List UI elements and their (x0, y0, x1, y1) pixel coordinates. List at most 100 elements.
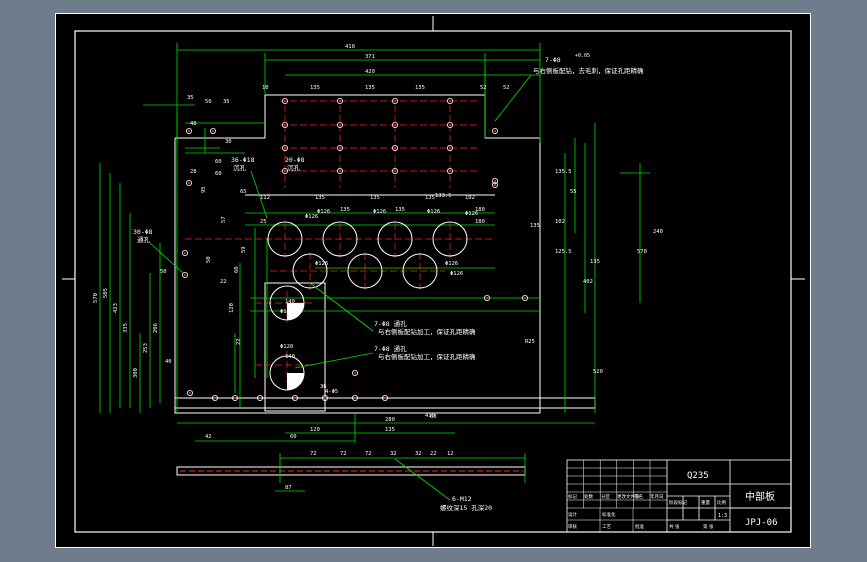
left-hole-tag-1: 36-Φ18 (231, 156, 255, 164)
hole-center (394, 124, 396, 126)
upper-dim-label: 180 (475, 219, 485, 225)
upper-dim-label: 135 (315, 195, 325, 201)
left-dim-label: 50 (206, 256, 212, 263)
hole-center (339, 170, 341, 172)
title-block-label: 标准化 (602, 511, 616, 518)
left-hole-tag-2b: 沉孔 (287, 164, 301, 172)
title-block-label: 重量 (701, 499, 710, 506)
left-dim-label: 570 (93, 293, 99, 303)
holes-layer (182, 98, 528, 401)
small-hole (351, 394, 358, 401)
strip-dim-label: 72 (340, 451, 347, 457)
small-hole (391, 122, 398, 129)
hole-center (188, 130, 190, 132)
hole-center (294, 397, 296, 399)
hole-dim-label: Φ126 (305, 214, 318, 220)
right-dim-label: 570 (637, 249, 647, 255)
hole-dim-label: Φ126 (317, 209, 330, 215)
top-dim-label: 10 (262, 85, 269, 91)
top-dim-label: 371 (365, 54, 375, 60)
large-hole (292, 253, 328, 289)
hole-center (234, 397, 236, 399)
small-hole (483, 294, 490, 301)
top-dim-label: 52 (503, 85, 510, 91)
hole-center (354, 372, 356, 374)
plate-geometry (174, 94, 596, 414)
hole-center (494, 184, 496, 186)
note-tag-top-right: 7-Φ8 (545, 56, 561, 64)
small-hole (391, 144, 398, 151)
left-dim-label: 57 (221, 216, 227, 223)
right-dim-label: 240 (653, 229, 663, 235)
misc-dim-label: 48 (190, 121, 197, 127)
title-block-label: 签名 (634, 493, 643, 500)
hole-center (486, 297, 488, 299)
strip-dim-label: 72 (310, 451, 317, 457)
small-hole (185, 128, 192, 135)
side-tag-b: 通孔 (137, 235, 151, 244)
top-dim-label: 35 (223, 99, 230, 105)
hole-center (259, 397, 261, 399)
small-hole (336, 122, 343, 129)
hole-center (324, 397, 326, 399)
upper-dim-label: 60 (215, 171, 222, 177)
title-block-labels: 标记处数分区更改文件号签名年月日设计标准化阶段标记重量比例审核工艺批准共 张第 … (568, 493, 726, 530)
strip-dim-label: 87 (285, 485, 292, 491)
small-hole (381, 394, 388, 401)
bottom-dim-label: 60 (290, 434, 297, 440)
left-dim-label: 253 (143, 343, 149, 353)
part-name: 中部板 (745, 490, 775, 503)
title-block-label: 标记 (568, 493, 577, 500)
misc-dim-label: 133.5 (435, 193, 452, 199)
left-hole-tag-1b: 沉孔 (233, 164, 247, 172)
hole-dim-label: Φ120 (280, 309, 293, 315)
top-dim-label: 420 (365, 69, 375, 75)
hole-dim-label: Φ126 (445, 261, 458, 267)
left-dim-label: 335 (123, 323, 129, 333)
small-hole (446, 122, 453, 129)
right-dim-label: 402 (583, 279, 593, 285)
upper-dim-label: 135 (340, 207, 350, 213)
hole-dim-label: Φ120 (280, 344, 293, 350)
left-dim-label: 300 (133, 368, 139, 378)
small-hole (491, 128, 498, 135)
misc-dim-label: 40 (165, 359, 172, 365)
title-block-label: 比例 (717, 499, 726, 506)
small-hole (209, 128, 216, 135)
misc-dim-label: 140 (285, 354, 295, 360)
top-dim-label: 135 (415, 85, 425, 91)
hole-center (184, 274, 186, 276)
hole-center (189, 392, 191, 394)
section-hole-fill (287, 303, 304, 320)
upper-dim-label: 135 (425, 195, 435, 201)
left-dim-label: 505 (103, 288, 109, 298)
bottom-dim-label: 410 (425, 413, 435, 419)
note-top-right: 与右侧板配钻，去毛刺，保证孔距精确 (533, 66, 644, 75)
strip-dim-label: 32 (415, 451, 422, 457)
bottom-dim-label: 60 (430, 414, 437, 420)
scale: 1:3 (718, 513, 727, 519)
note-mid-2: 7-Φ8 通孔 (374, 344, 407, 353)
title-block-label: 第 张 (703, 523, 714, 530)
small-hole (351, 369, 358, 376)
title-block-label: 工艺 (602, 524, 611, 530)
small-hole (491, 181, 498, 188)
right-dim-label: 55 (570, 189, 577, 195)
upper-dim-label: 135 (395, 207, 405, 213)
large-hole (402, 253, 438, 289)
small-hole (281, 167, 288, 174)
left-dim-label: 120 (229, 303, 235, 313)
note-mid-1b: 与右侧板配钻加工，保证孔距精确 (378, 327, 476, 336)
hole-center (188, 182, 190, 184)
hole-dim-label: Φ126 (373, 209, 386, 215)
hole-center (394, 170, 396, 172)
hole-center (354, 397, 356, 399)
hole-center (284, 124, 286, 126)
small-hole (491, 177, 498, 184)
note-mid-1: 7-Φ8 通孔 (374, 319, 407, 328)
hole-dim-label: Φ126 (315, 261, 328, 267)
upper-dim-label: 60 (215, 159, 222, 165)
title-block-label: 年月日 (650, 493, 664, 500)
hole-center (394, 147, 396, 149)
